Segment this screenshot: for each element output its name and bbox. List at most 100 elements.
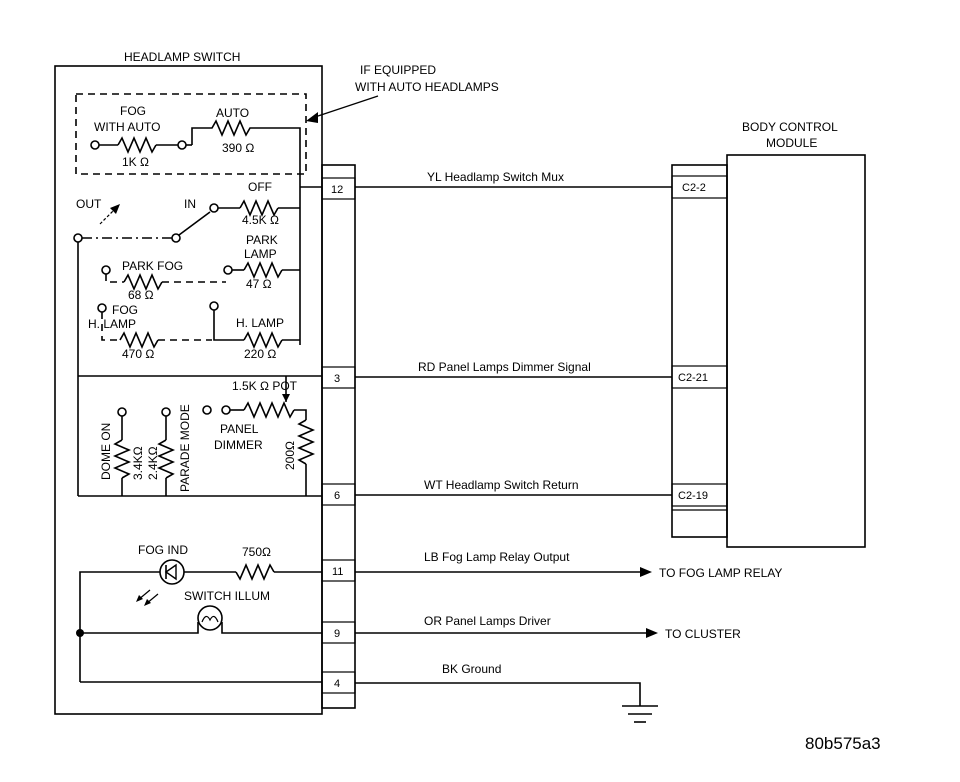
wire-rd-label: RD Panel Lamps Dimmer Signal (418, 360, 591, 374)
wire-lb-label: LB Fog Lamp Relay Output (424, 550, 570, 564)
r-68-label: 68 Ω (128, 288, 154, 302)
fog-auto-terminal (90, 140, 100, 150)
callout-line-2: WITH AUTO HEADLAMPS (355, 80, 499, 94)
r-3-4k-label: 3.4KΩ (131, 446, 145, 480)
pot-label: 1.5K Ω POT (232, 379, 298, 393)
park-label: PARK (246, 233, 278, 247)
resistor-1k (117, 135, 157, 155)
in-contact (171, 233, 181, 243)
dimmer-terminal-b (221, 405, 231, 415)
out-arrowhead (110, 204, 120, 214)
r-47-label: 47 Ω (246, 277, 272, 291)
r-390-label: 390 Ω (222, 141, 254, 155)
pin-3-label: 3 (334, 373, 340, 385)
park-fog-label: PARK FOG (122, 259, 183, 273)
r-1k-label: 1K Ω (122, 155, 149, 169)
h-lamp-label: H. LAMP (236, 316, 284, 330)
led-diode-symbol (164, 563, 177, 581)
in-label: IN (184, 197, 196, 211)
h-lamp-fog-label: H. LAMP (88, 317, 136, 331)
callout-arrowhead (306, 112, 318, 123)
c2-19-label: C2-19 (678, 490, 708, 502)
r-220-label: 220 Ω (244, 347, 276, 361)
resistor-68 (123, 272, 163, 292)
out-contact (73, 233, 83, 243)
r-200-label: 200Ω (283, 441, 297, 470)
r-4-5k-label: 4.5K Ω (242, 213, 279, 227)
pin-6-label: 6 (334, 490, 340, 502)
resistor-2-4k (156, 439, 176, 479)
off-contact (209, 203, 219, 213)
lamp-label: LAMP (244, 247, 277, 261)
r-750-label: 750Ω (242, 545, 271, 559)
r-470-label: 470 Ω (122, 347, 154, 361)
callout-leader (311, 95, 379, 119)
pin-9-label: 9 (334, 628, 340, 640)
out-arrow-shaft (99, 207, 117, 225)
fog-ind-label: FOG IND (138, 543, 188, 557)
headlamp-switch-title: HEADLAMP SWITCH (124, 50, 240, 64)
dimmer-label: DIMMER (214, 438, 263, 452)
auto-terminal (177, 140, 187, 150)
wire-bk-ground (355, 682, 641, 706)
switch-illum-bulb (197, 605, 223, 631)
resistor-pot (243, 400, 295, 420)
fog-with-auto-line1: FOG (120, 104, 146, 118)
pin-cell-11 (321, 559, 356, 582)
figure-id: 80b575a3 (805, 734, 881, 753)
pot-wiper (282, 394, 290, 402)
fog-relay-destination: TO FOG LAMP RELAY (659, 566, 782, 580)
pin-cell-12 (321, 177, 356, 200)
switch-illum-label: SWITCH ILLUM (184, 589, 270, 603)
pin-4-label: 4 (334, 678, 340, 690)
resistor-750 (235, 562, 275, 582)
wire-yl-label: YL Headlamp Switch Mux (427, 170, 564, 184)
resistor-47 (243, 260, 283, 280)
resistor-3-4k (112, 439, 132, 479)
resistor-220 (243, 330, 283, 350)
fog-with-auto-line2: WITH AUTO (94, 120, 160, 134)
parade-mode-terminal (161, 407, 171, 417)
wire-wt-label: WT Headlamp Switch Return (424, 478, 579, 492)
r-2-4k-label: 2.4KΩ (146, 446, 160, 480)
h-lamp-terminal (209, 301, 219, 311)
park-fog-terminal (101, 265, 111, 275)
fog-relay-arrowhead (640, 567, 652, 577)
fog-hlamp-terminal (97, 303, 107, 313)
out-label: OUT (76, 197, 102, 211)
resistor-200 (296, 419, 316, 465)
parade-mode-label: PARADE MODE (178, 404, 192, 492)
cluster-arrowhead (646, 628, 658, 638)
splice-dot (76, 629, 84, 637)
cluster-destination: TO CLUSTER (665, 627, 741, 641)
wire-or-label: OR Panel Lamps Driver (424, 614, 551, 628)
bcm-title-line2: MODULE (766, 136, 817, 150)
auto-label: AUTO (216, 106, 249, 120)
resistor-4-5k (239, 198, 279, 218)
dimmer-terminal-a (202, 405, 212, 415)
c2-2-label: C2-2 (682, 182, 706, 194)
bcm-box (726, 154, 866, 548)
bcm-cell-c2-2 (671, 175, 728, 199)
pin-11-label: 11 (332, 566, 343, 578)
dome-on-terminal (117, 407, 127, 417)
pin9-internal-wire (221, 622, 322, 634)
bcm-cell-c2-21 (671, 365, 728, 389)
c2-21-label: C2-21 (678, 372, 708, 384)
fog-label: FOG (112, 303, 138, 317)
dome-on-label: DOME ON (99, 423, 113, 480)
auto-headlamp-option-box (75, 93, 307, 175)
switch-connector (321, 164, 356, 709)
callout-line-1: IF EQUIPPED (360, 63, 436, 77)
bcm-connector (671, 164, 728, 538)
bcm-title-line1: BODY CONTROL (742, 120, 838, 134)
resistor-390 (191, 118, 301, 187)
park-lamp-terminal (223, 265, 233, 275)
bcm-cell-c2-19 (671, 483, 728, 507)
resistor-470 (119, 330, 159, 350)
switch-blade (178, 211, 211, 236)
bulb-filament (201, 615, 219, 623)
wire-bk-label: BK Ground (442, 662, 501, 676)
off-label: OFF (248, 180, 272, 194)
panel-label: PANEL (220, 422, 259, 436)
